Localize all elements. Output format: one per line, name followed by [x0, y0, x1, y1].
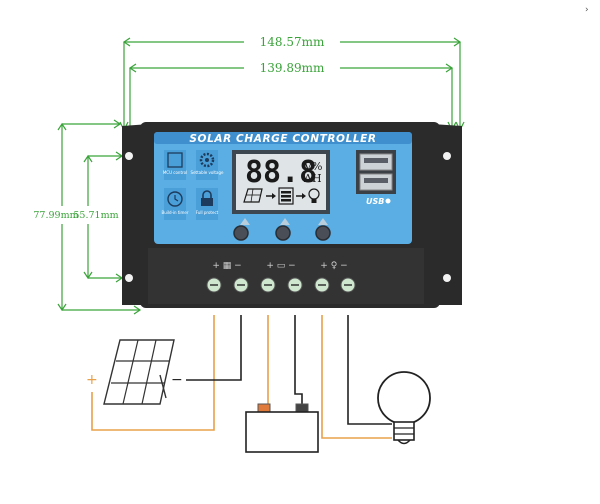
arrow-right-icon — [113, 119, 122, 129]
terminal-symbol-solar: + ▦ − — [212, 261, 241, 271]
lcd-unit-top: V% — [303, 160, 322, 173]
terminal-screws — [206, 277, 356, 293]
up-button[interactable] — [275, 225, 291, 241]
feature-label: Settable voltage — [191, 170, 224, 175]
lcd-unit-bottom: AH — [303, 172, 322, 185]
mount-hole — [443, 274, 451, 282]
usb-label: USB — [366, 197, 384, 206]
bulb-base — [393, 421, 415, 441]
arrow-up-icon — [57, 122, 67, 131]
gear-center — [205, 158, 209, 162]
terminal-symbol-battery: + ▭ − — [266, 261, 295, 271]
usb-ports: USB — [356, 150, 396, 206]
arrow-down-icon — [57, 303, 67, 312]
lcd-digits: 88.8 — [245, 155, 317, 190]
corner-chevron-icon: › — [585, 5, 589, 15]
solar-positive-wire — [91, 315, 215, 431]
mcu-chip-icon — [167, 152, 183, 168]
panel-title-bar — [154, 132, 412, 144]
lock-icon — [201, 198, 213, 206]
timer-tile — [164, 188, 186, 220]
arrow-up-icon — [83, 154, 93, 163]
mcu-tile — [164, 150, 186, 180]
menu-indicator-icon — [240, 218, 250, 225]
panel-stand — [159, 374, 167, 399]
load-negative-wire — [347, 315, 392, 425]
solar-panel — [103, 339, 175, 405]
up-indicator-icon — [280, 218, 290, 225]
panel-title: SOLAR CHARGE CONTROLLER — [189, 133, 376, 145]
clock-icon — [167, 191, 183, 207]
mount-hole — [125, 152, 133, 160]
mount-hole — [125, 274, 133, 282]
feature-label: Full protect — [196, 210, 219, 215]
menu-button[interactable] — [233, 225, 249, 241]
solar-panel-icon — [243, 188, 263, 203]
down-button[interactable] — [315, 225, 331, 241]
feature-label: Build-in timer — [161, 210, 188, 215]
bulb-tip — [397, 439, 411, 445]
lcd-status-icons — [243, 187, 320, 205]
bulb-icon — [377, 371, 431, 425]
terminal-block — [148, 248, 424, 304]
wiring — [91, 315, 392, 439]
usb-symbol-icon — [385, 198, 391, 204]
control-buttons — [233, 218, 331, 241]
voltage-tile — [196, 150, 218, 180]
charge-controller: SOLAR CHARGE CONTROLLER MCU control Sett… — [122, 122, 462, 308]
gear-icon — [199, 152, 215, 168]
feature-label: MCU control — [163, 170, 187, 175]
battery-negative-wire — [294, 315, 303, 404]
terminal-symbol-load: + ♀ − — [320, 261, 347, 271]
down-indicator-icon — [318, 218, 328, 225]
mount-hole — [443, 152, 451, 160]
solar-panel-icon — [103, 339, 175, 405]
height-outer-label: 77.99mm — [33, 210, 78, 221]
width-top-label: 148.57mm — [260, 35, 325, 49]
arrow-down-icon — [83, 271, 93, 280]
height-inner-label: 55.71mm — [73, 210, 118, 221]
load-positive-wire — [321, 315, 392, 439]
battery-icon — [245, 411, 319, 453]
clock-hands — [174, 195, 179, 202]
solar-minus-sign: − — [171, 372, 183, 388]
lock-shackle — [202, 190, 212, 198]
battery-positive-terminal — [257, 403, 271, 413]
solar-plus-sign: + — [86, 372, 98, 388]
battery-negative-terminal — [295, 403, 309, 413]
feature-icons: MCU control Settable voltage Build-in ti… — [161, 150, 224, 220]
solar-negative-wire — [186, 315, 242, 381]
width-inner-label: 139.89mm — [260, 61, 325, 75]
battery — [245, 403, 319, 453]
battery-icon — [278, 187, 294, 205]
light-bulb — [377, 371, 431, 445]
arrow-right-icon — [133, 305, 142, 315]
